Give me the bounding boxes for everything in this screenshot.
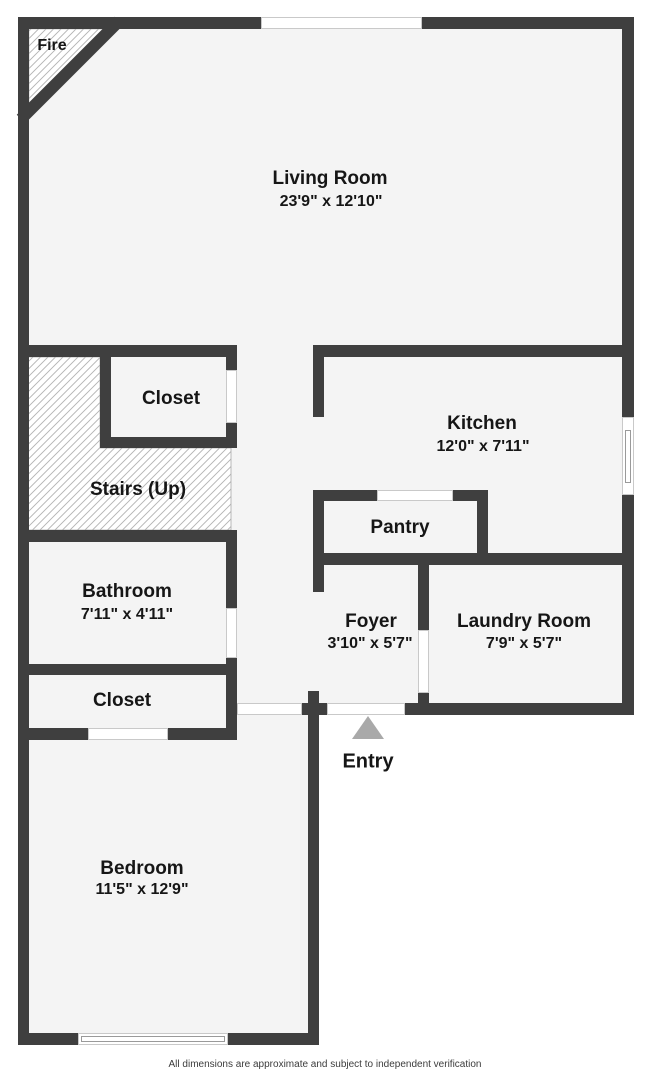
- door-closet-upper: [226, 370, 237, 423]
- room-dims-kitchen: 12'0" x 7'11": [436, 437, 530, 455]
- wall-entry-left-stub: [308, 691, 319, 705]
- wall-pantry-left: [313, 501, 324, 592]
- door-closet-lower: [88, 728, 168, 740]
- window-living-room: [261, 17, 422, 29]
- room-label-closet-lower: Closet: [92, 690, 152, 712]
- room-label-bedroom: Bedroom: [100, 858, 184, 880]
- wall-stairs-bottom: [18, 530, 237, 542]
- wall-foyer-top: [313, 553, 634, 565]
- room-label-kitchen: Kitchen: [447, 413, 517, 435]
- wall-foyer-laundry-lower: [418, 693, 429, 715]
- room-label-laundry: Laundry Room: [456, 611, 592, 633]
- wall-livingroom-bottom: [18, 345, 237, 357]
- wall-pantry-right: [477, 501, 488, 565]
- opening-hallway: [237, 703, 302, 715]
- wall-bathroom-bottom: [18, 664, 237, 675]
- wall-exterior-right: [622, 17, 634, 715]
- wall-bedroom-right: [308, 703, 319, 1045]
- floor-bedroom: [23, 660, 313, 1039]
- window-bedroom-pane: [81, 1036, 225, 1042]
- window-bedroom: [78, 1033, 228, 1045]
- room-dims-laundry: 7'9" x 5'7": [485, 634, 563, 652]
- room-dims-bedroom: 11'5" x 12'9": [95, 880, 189, 898]
- wall-kitchen-left-stub: [313, 357, 324, 417]
- fireplace-label: Fire: [37, 36, 67, 54]
- room-label-living-room: Living Room: [272, 168, 388, 190]
- door-bathroom: [226, 608, 237, 658]
- window-kitchen-pane: [625, 430, 631, 483]
- opening-entry-door: [327, 703, 405, 715]
- room-label-closet-upper: Closet: [141, 388, 201, 410]
- door-laundry: [418, 630, 429, 693]
- opening-pantry: [377, 490, 453, 501]
- entry-arrow-icon: [352, 716, 384, 739]
- wall-kitchen-top: [313, 345, 634, 357]
- room-dims-living-room: 23'9" x 12'10": [279, 192, 383, 210]
- room-label-foyer: Foyer: [345, 611, 397, 633]
- window-kitchen: [622, 417, 634, 495]
- room-label-bathroom: Bathroom: [82, 581, 172, 603]
- room-label-pantry: Pantry: [370, 517, 430, 539]
- wall-closet-upper-bottom: [100, 437, 237, 448]
- wall-foyer-laundry-upper: [418, 565, 429, 630]
- room-dims-foyer: 3'10" x 5'7": [327, 634, 413, 652]
- wall-closet-upper-left: [100, 357, 111, 448]
- entry-label: Entry: [342, 750, 394, 773]
- disclaimer-text: All dimensions are approximate and subje…: [168, 1059, 482, 1070]
- room-dims-bathroom: 7'11" x 4'11": [80, 605, 174, 623]
- room-label-stairs: Stairs (Up): [89, 479, 187, 501]
